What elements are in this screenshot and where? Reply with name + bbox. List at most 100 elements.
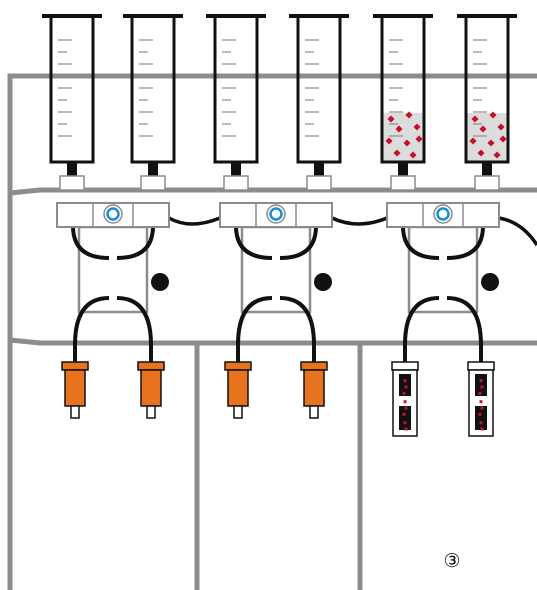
syringe-barrel: [130, 14, 176, 164]
valve-knob: [314, 273, 332, 291]
syringe-tip: [482, 162, 492, 176]
particle-dot: [499, 135, 507, 143]
syringe-row: [42, 14, 517, 191]
cartridge-body: [64, 369, 86, 407]
particle-dot: [404, 427, 408, 431]
valve-port-icon: [436, 207, 450, 221]
particle-dot: [393, 149, 401, 157]
tube: [401, 225, 440, 260]
manifold-frame: [77, 225, 149, 314]
syringe-adapter: [474, 175, 500, 191]
valve-port-icon: [106, 207, 120, 221]
particle-dot: [385, 137, 393, 145]
cartridge-cap: [300, 361, 328, 371]
link-tube: [331, 216, 388, 226]
tube: [116, 296, 153, 346]
manifold-frame: [240, 225, 312, 314]
outlet: [61, 345, 89, 419]
manifold: [56, 202, 170, 346]
link-tube: [168, 216, 221, 226]
particle-dot: [387, 115, 395, 123]
particle-dot: [471, 115, 479, 123]
particle-dot: [493, 151, 501, 159]
outlet: [224, 345, 252, 419]
valve-knob: [151, 273, 169, 291]
column-cap: [467, 361, 495, 371]
cartridge-cap: [137, 361, 165, 371]
column-bed-bottom: [399, 406, 411, 430]
particle-dot: [479, 421, 483, 425]
syringe: [373, 14, 433, 191]
particle-dot: [469, 137, 477, 145]
support-frame: [7, 73, 537, 590]
particle-dot: [487, 139, 495, 147]
tube: [446, 225, 485, 260]
syringe-adapter: [306, 175, 332, 191]
particle-dot: [479, 400, 483, 404]
syringe-tip: [398, 162, 408, 176]
syringe: [457, 14, 517, 191]
syringe-adapter: [59, 175, 85, 191]
frame-middle-rail: [9, 187, 537, 196]
outlet: [391, 345, 419, 437]
syringe: [42, 14, 102, 191]
particle-dot: [402, 412, 406, 416]
cartridge-tip: [146, 405, 156, 419]
manifold-row: [56, 202, 500, 346]
cartridge-body: [227, 369, 249, 407]
syringe-adapter: [390, 175, 416, 191]
cartridge-cap: [224, 361, 252, 371]
cartridge-tip: [309, 405, 319, 419]
syringe-barrel: [296, 14, 342, 164]
manifold: [386, 202, 500, 346]
particle-dot: [478, 412, 482, 416]
cartridge-body: [140, 369, 162, 407]
particle-dot: [404, 385, 408, 389]
tube: [279, 225, 318, 260]
manifold-frame: [407, 225, 479, 314]
syringe-tip: [314, 162, 324, 176]
syringe: [123, 14, 183, 191]
cartridge-cap: [61, 361, 89, 371]
tube: [73, 296, 110, 346]
particle-dot: [403, 379, 407, 383]
column-cap: [391, 361, 419, 371]
syringe-tip: [231, 162, 241, 176]
particle-dot: [478, 391, 482, 395]
particle-dot: [395, 125, 403, 133]
cartridge-tip: [233, 405, 243, 419]
outlet: [300, 345, 328, 419]
particle-dot: [480, 406, 484, 410]
syringe-barrel: [49, 14, 95, 164]
particle-dot: [404, 406, 408, 410]
outlet: [137, 345, 165, 419]
manifold-link-tubes: [168, 216, 537, 246]
syringe-tip: [67, 162, 77, 176]
particle-dot: [402, 391, 406, 395]
tube: [234, 225, 273, 260]
syringe-adapter: [223, 175, 249, 191]
column-bed-top: [475, 374, 487, 396]
tube: [279, 296, 316, 346]
particle-dot: [479, 125, 487, 133]
particle-dot: [405, 111, 413, 119]
syringe-tip: [148, 162, 158, 176]
frame-lower-rail: [9, 337, 537, 346]
frame-top-rail: [7, 73, 537, 590]
particle-dot: [489, 111, 497, 119]
manifold: [219, 202, 333, 346]
cartridge-body: [303, 369, 325, 407]
syringe: [206, 14, 266, 191]
tube: [403, 296, 440, 346]
syringe-barrel: [213, 14, 259, 164]
step-label: ③: [443, 550, 460, 572]
column-bed-bottom: [475, 406, 487, 430]
cartridge-tip: [70, 405, 80, 419]
tube: [116, 225, 155, 260]
particle-dot: [480, 427, 484, 431]
syringe: [289, 14, 349, 191]
particle-dot: [497, 123, 505, 131]
tube: [236, 296, 273, 346]
particle-dot: [403, 139, 411, 147]
particle-dot: [477, 149, 485, 157]
